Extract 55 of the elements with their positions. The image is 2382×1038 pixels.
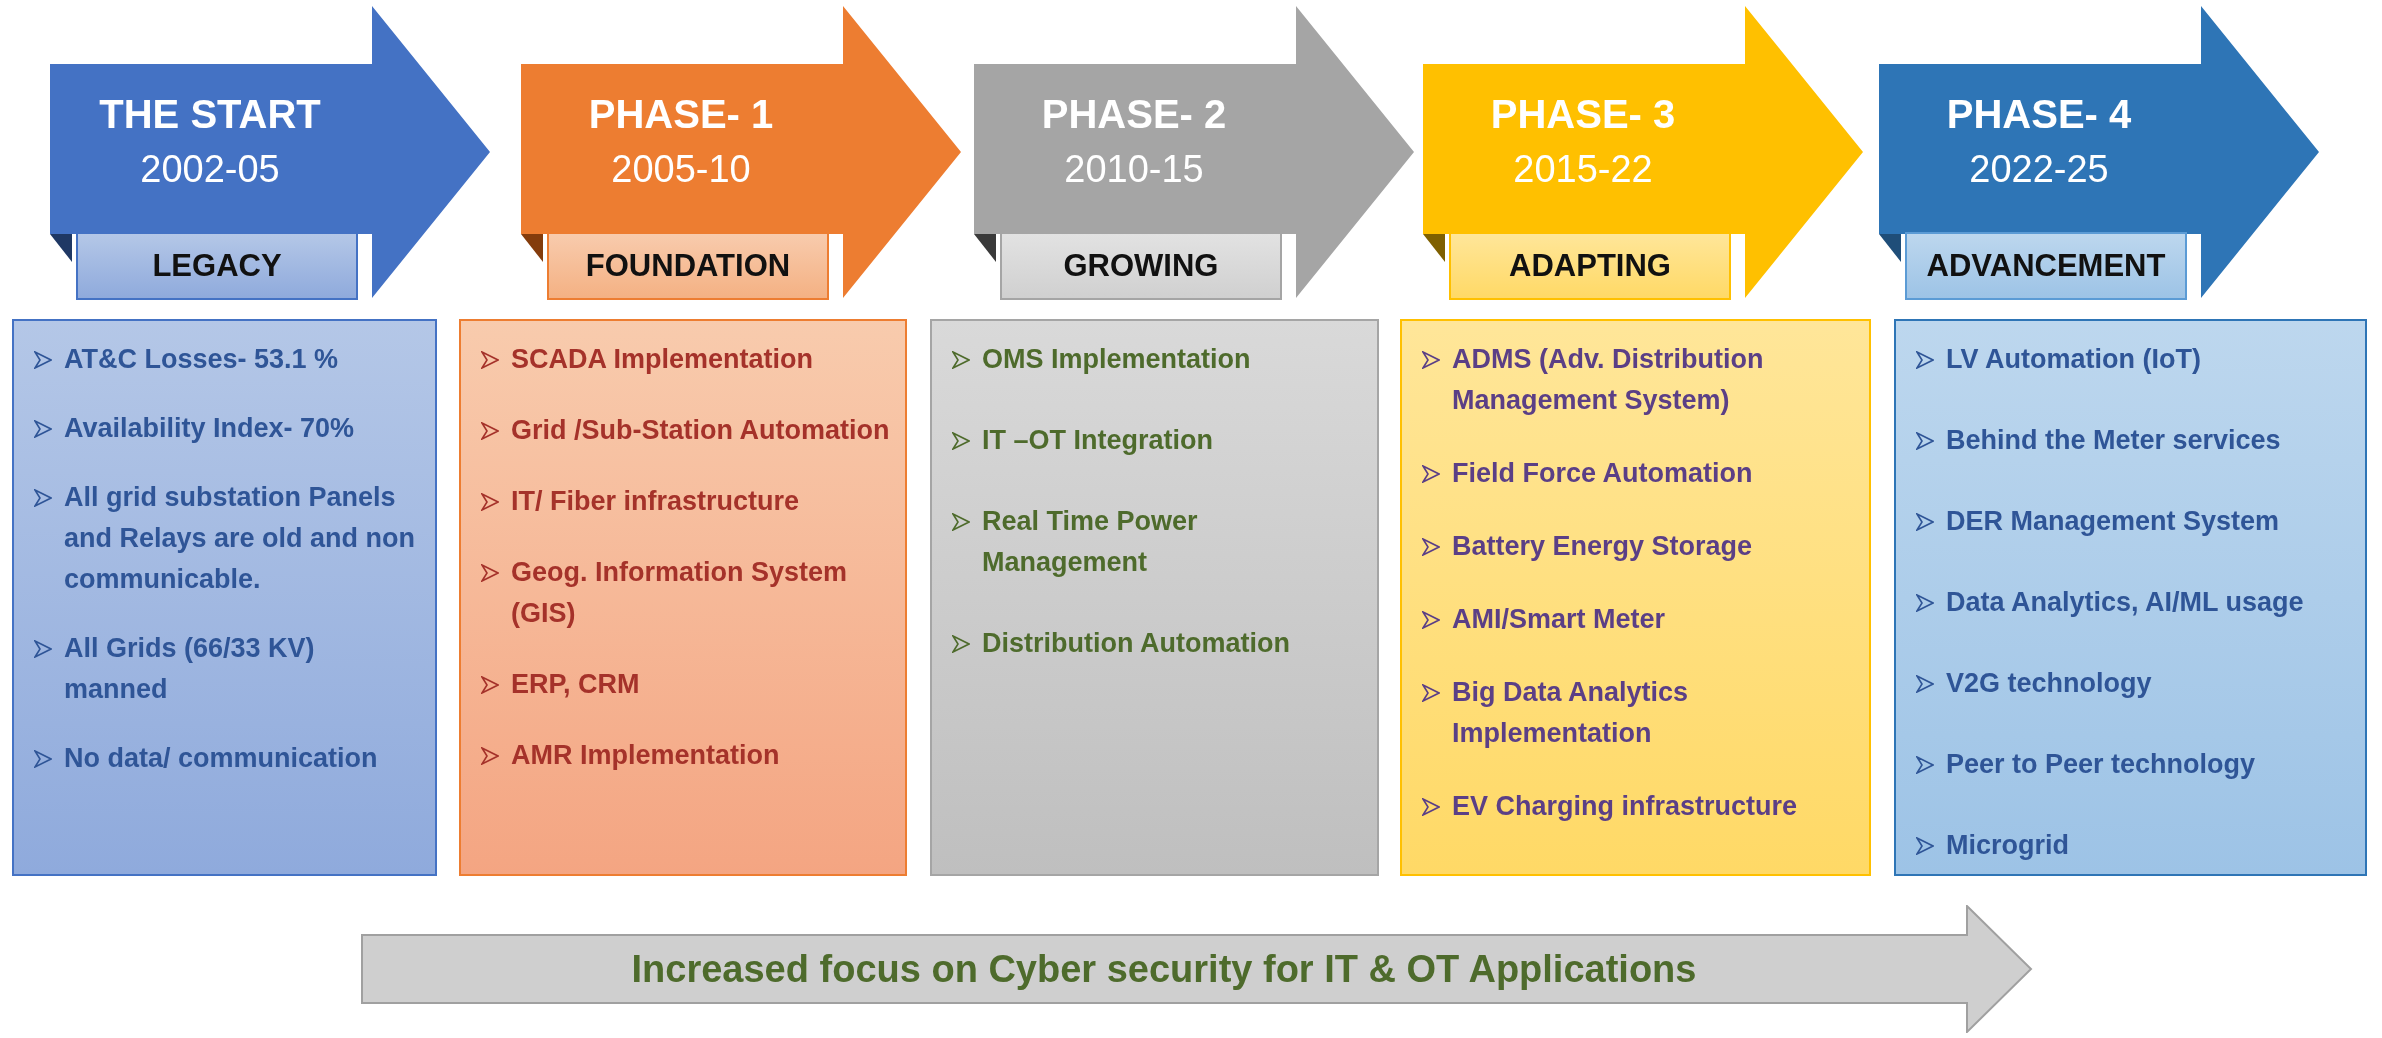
- bullet-text: EV Charging infrastructure: [1452, 790, 1798, 823]
- bullet-text: AMI/Smart Meter: [1452, 603, 1666, 636]
- stage-label: LEGACY: [76, 232, 358, 300]
- bullet-text: DER Management System: [1946, 505, 2280, 538]
- bullet-text: SCADA Implementation: [511, 343, 814, 376]
- phase-years: 2010-15: [1063, 148, 1205, 191]
- bullet-text: ADMS (Adv. Distribution Management System): [1452, 343, 1765, 417]
- phase-years: 2022-25: [1968, 148, 2110, 191]
- bullet-text: All Grids (66/33 KV) manned: [64, 632, 316, 706]
- phase-banner: [1423, 6, 1865, 298]
- bullet-text: No data/ communication: [64, 742, 378, 775]
- stage-label: ADAPTING: [1449, 232, 1731, 300]
- content-panel: [930, 319, 1379, 876]
- bullet-text: Behind the Meter services: [1946, 424, 2281, 457]
- phase-years: 2002-05: [139, 148, 281, 191]
- stage-label: FOUNDATION: [547, 232, 829, 300]
- bullet-text: Battery Energy Storage: [1452, 530, 1753, 563]
- bullet-text: All grid substation Panels and Relays are old and non communicable.: [64, 481, 417, 596]
- phase-banner: [50, 6, 492, 298]
- bullet-text: Geog. Information System (GIS): [511, 556, 849, 630]
- content-panel: [1894, 319, 2367, 876]
- phase-banner: [1879, 6, 2321, 298]
- bullet-text: OMS Implementation: [982, 343, 1251, 376]
- banner-arrow: [361, 905, 2033, 1033]
- bullet-text: Grid /Sub-Station Automation: [511, 414, 890, 447]
- bullet-text: Real Time Power Management: [982, 505, 1199, 579]
- phase-years: 2015-22: [1512, 148, 1654, 191]
- stage-label: ADVANCEMENT: [1905, 232, 2187, 300]
- banner-text: Increased focus on Cyber security for IT & OT Applications: [630, 946, 1698, 992]
- bullet-text: IT –OT Integration: [982, 424, 1213, 457]
- bullet-text: V2G technology: [1946, 667, 2152, 700]
- phase-banner: [974, 6, 1416, 298]
- bullet-text: Peer to Peer technology: [1946, 748, 2256, 781]
- bullet-text: AMR Implementation: [511, 739, 780, 772]
- phase-title: PHASE- 2: [1040, 92, 1228, 137]
- bullet-text: LV Automation (IoT): [1946, 343, 2201, 376]
- bullet-text: Microgrid: [1946, 829, 2069, 862]
- content-panel: [1400, 319, 1871, 876]
- phase-title: PHASE- 4: [1945, 92, 2133, 137]
- bullet-text: IT/ Fiber infrastructure: [511, 485, 800, 518]
- content-panel: [12, 319, 437, 876]
- phase-years: 2005-10: [610, 148, 752, 191]
- bullet-text: Big Data Analytics Implementation: [1452, 676, 1690, 750]
- bullet-text: Distribution Automation: [982, 627, 1290, 660]
- stage-label: GROWING: [1000, 232, 1282, 300]
- bullet-text: ERP, CRM: [511, 668, 640, 701]
- phase-title: PHASE- 3: [1489, 92, 1677, 137]
- bullet-text: Data Analytics, AI/ML usage: [1946, 586, 2304, 619]
- bullet-text: AT&C Losses- 53.1 %: [64, 343, 339, 376]
- phase-title: PHASE- 1: [587, 92, 775, 137]
- phase-title: THE START: [98, 92, 322, 137]
- phase-banner: [521, 6, 963, 298]
- content-panel: [459, 319, 907, 876]
- bullet-text: Availability Index- 70%: [64, 412, 355, 445]
- bullet-text: Field Force Automation: [1452, 457, 1753, 490]
